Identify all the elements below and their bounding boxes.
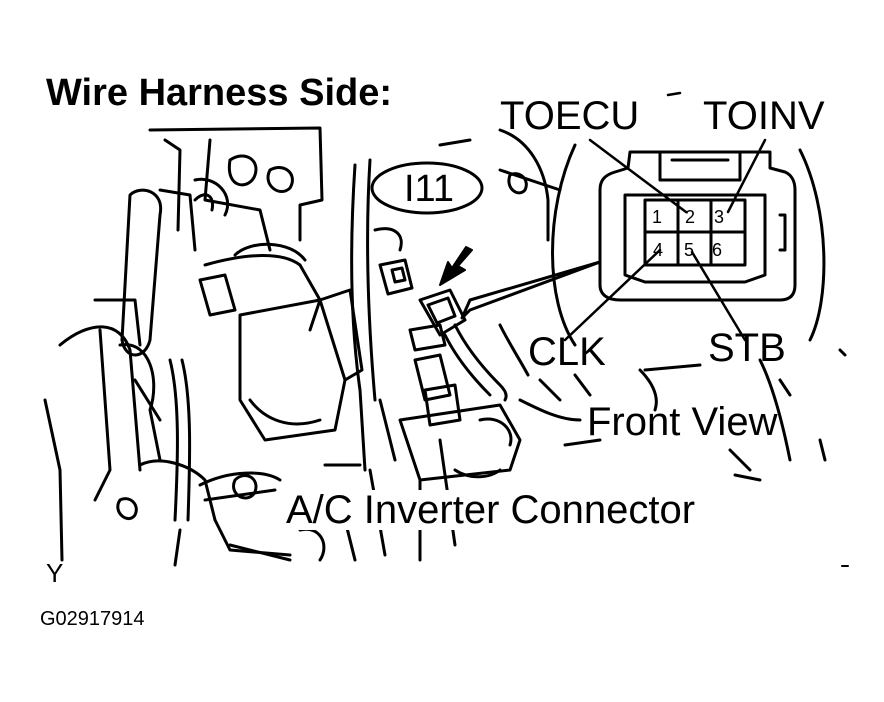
pin-callout-toecu: TOECU [500,94,640,138]
leader-stb [690,250,747,342]
connector-front-view [598,150,797,302]
pin-number: 2 [685,207,696,227]
engine-components-center [298,128,602,562]
front-view-arc-left [551,143,577,347]
pin-number: 5 [684,240,695,260]
leader-toinv [726,138,767,214]
pin-number: 6 [712,240,723,260]
pin-number: 3 [714,207,725,227]
top-tick [666,91,682,97]
front-view-label: Front View [587,400,778,444]
front-view-marks [538,348,847,482]
connector-id-label: I11 [404,168,455,210]
pin-callout-stb: STB [708,326,786,370]
leader-toecu [588,138,688,214]
pin-number: 4 [653,240,664,260]
figure-code: G02917914 [40,608,145,630]
target-connector [418,288,508,402]
pointer-arrow [439,246,473,286]
front-view-arc-right [798,148,826,342]
pin-callout-clk: CLK [528,330,606,374]
engine-components-left [43,126,364,567]
connector-id-oval [370,161,484,215]
front-view-leader [460,260,602,320]
leader-clk [563,248,662,342]
connector-name-label: A/C Inverter Connector [282,490,700,530]
diagram-title: Wire Harness Side: [46,72,393,114]
pin-callout-toinv: TOINV [703,94,825,138]
view-marker: Y [46,558,64,588]
pin-number: 1 [652,207,663,227]
